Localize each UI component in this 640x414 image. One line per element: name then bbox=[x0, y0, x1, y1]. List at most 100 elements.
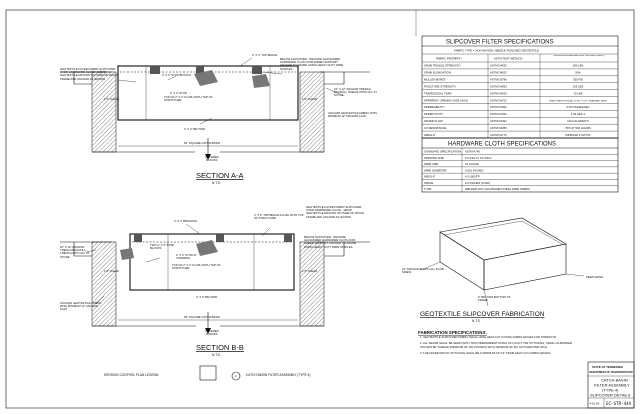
slipcover-spec-title: SLIPCOVER FILTER SPECIFICATIONS bbox=[446, 40, 553, 46]
hardware-property-cell: STANDARD SPECIFICATION bbox=[424, 149, 461, 153]
fabrication-title: GEOTEXTILE SLIPCOVER FABRICATION bbox=[420, 311, 545, 318]
spec-astm-cell: ASTM D4632 bbox=[490, 64, 507, 68]
spec-value-cell: 180 LBS bbox=[573, 64, 584, 68]
spec-property-cell: PERMEABILITY bbox=[424, 105, 444, 109]
slipcover-header-marv: MINIMUM AVERAGE ROLL VALUES (MARV) bbox=[553, 54, 605, 57]
hardware-spec-title: HARDWARE CLOTH SPECIFICATIONS bbox=[448, 142, 556, 148]
spec-value-cell: 105 LBS bbox=[573, 84, 584, 88]
hardware-property-cell: SPACE bbox=[424, 181, 433, 185]
hardware-value-cell: ASTM A740 bbox=[465, 149, 480, 153]
slipcover-header-property: FABRIC PROPERTY bbox=[436, 57, 462, 61]
section-a-clear-left: 1.5" CLEAR bbox=[104, 97, 119, 101]
slipcover-isometric bbox=[419, 217, 585, 307]
section-b-anchor-trench: 10" X 12" ANCHOR TRENCH BACKFILL TRENCH … bbox=[60, 246, 90, 259]
section-b-flush-top: TOP OF 2" X 4" FLUSH WITH TOP OF STRUCTU… bbox=[172, 264, 221, 271]
spec-value-cell: 70 LBS bbox=[573, 91, 582, 95]
fabrication-scale: N.T.S. bbox=[472, 319, 481, 323]
title-block bbox=[587, 361, 635, 409]
legend-symbol-circle bbox=[231, 371, 241, 381]
section-b-catch-basin: 84" SQUARE CATCH BASIN bbox=[184, 315, 220, 319]
spec-astm-cell: ASTM D4632 bbox=[490, 71, 507, 75]
section-a-anchor-flap: ANCHOR GEOTEXTILE FABRIC WITH MINIMUM 12… bbox=[328, 112, 378, 119]
spec-astm-cell: ASTM D4833 bbox=[490, 84, 507, 88]
fabrication-spec-item: 1. GEOTEXTILE SLIPCOVER FABRIC SHALL HAV… bbox=[420, 336, 557, 339]
title-block-line-1: CATCH BASIN bbox=[601, 378, 628, 383]
legend-description: CATCH BASIN FILTER ASSEMBLY (TYPE 4) bbox=[246, 373, 310, 377]
section-a-below-slipcover: BELOW SLIPCOVER - PROVIDE GALVANIZED HAR… bbox=[280, 58, 344, 71]
spec-property-cell: PUNCTURE STRENGTH bbox=[424, 84, 456, 88]
fabrication-specs-title: FABRICATION SPECIFICATIONS: bbox=[418, 330, 487, 335]
title-block-department: DEPARTMENT OF TRANSPORTATION bbox=[590, 371, 633, 374]
title-block-line-3: (TYPE 4) bbox=[602, 388, 619, 393]
section-b-beyond: 2" X 6" BEYOND bbox=[196, 295, 217, 299]
spec-value-cell: 0.15 INCHES/SEC bbox=[566, 105, 589, 109]
hardware-value-cell: WELDED HOT GALVANIZED STEEL WIRE FABRIC bbox=[465, 187, 530, 191]
section-b-drawing bbox=[60, 223, 370, 334]
spec-astm-cell: ASTM D3776 bbox=[490, 133, 507, 137]
spec-property-cell: PERMITTIVITY bbox=[424, 112, 443, 116]
title-block-line-4: SLIPCOVER DETAILS bbox=[590, 393, 631, 398]
section-a-scale: N.T.S. bbox=[212, 181, 221, 185]
section-a-geotextile-callout: GEOTEXTILE FILTER FABRIC SLIPCOVER OVER … bbox=[60, 68, 118, 81]
slipcover-fabric-type: FABRIC TYPE = NON-WOVEN, NEEDLE-PUNCHED … bbox=[454, 49, 539, 53]
section-b-below-slipcover: BELOW SLIPCOVER - PROVIDE GALVANIZED HAR… bbox=[304, 236, 357, 249]
section-a-stud: 2" X 4" STUD bbox=[170, 91, 187, 95]
section-b-title: SECTION B-B bbox=[196, 343, 244, 352]
spec-value-cell: 110 GAL/MIN/FT² bbox=[567, 119, 589, 123]
section-a-filtered-runoff: FILTERED RUNOFF bbox=[205, 156, 219, 163]
section-a-catch-basin: 84" SQUARE CATCH BASIN bbox=[184, 141, 220, 145]
hardware-value-cell: 0.041 INCHES bbox=[465, 168, 483, 172]
section-a-flush-top: TOP OF 2" X 4" FLUSH WITH TOP OF STRUCTU… bbox=[164, 96, 213, 103]
spec-property-cell: GRAB ELONGATION bbox=[424, 71, 451, 75]
spec-property-cell: UV RESISTANCE bbox=[424, 126, 446, 130]
spec-astm-cell: ASTM D4355 bbox=[490, 126, 507, 130]
section-a-top-brace: 2" X 4" TOP BRACE bbox=[252, 53, 277, 57]
spec-value-cell: 1.35 SEC-1 bbox=[571, 112, 586, 116]
spec-value-cell: 50% bbox=[575, 71, 581, 75]
section-b-bridging: 2" X 4" BRIDGING bbox=[174, 219, 197, 223]
section-a-anchor-trench: 10" X 12" ANCHOR TRENCH BACKFILL TRENCH … bbox=[334, 88, 378, 98]
hardware-property-cell: WIRE DIAMETER bbox=[424, 168, 447, 172]
hardware-property-cell: WIRE SIZE bbox=[424, 162, 438, 166]
hardware-value-cell: 19 GAUGE bbox=[465, 162, 479, 166]
section-b-stud: 2" X 4" STUD AT CORNERS bbox=[176, 254, 197, 261]
hardware-spec-table bbox=[421, 137, 619, 193]
section-a-stop-blocks: 2" X 4" STOP BLOCKS bbox=[162, 73, 191, 77]
spec-value-cell: MINIMUM 6 OZ/YD² bbox=[565, 133, 590, 137]
fabrication-specs-list: 1. GEOTEXTILE SLIPCOVER FABRIC SHALL HAV… bbox=[420, 336, 580, 356]
fabrication-sewn-edge: SEWN EDGE bbox=[586, 275, 603, 279]
spec-property-cell: GRAB TENSILE STRENGTH bbox=[424, 64, 460, 68]
hardware-value-cell: 4.5 LBS/FT² bbox=[465, 175, 480, 179]
legend-symbol-box bbox=[199, 365, 217, 381]
fabrication-spec-item: 3. THE INSIDE DIM OF STITCHING SHALL BE … bbox=[420, 351, 551, 356]
section-a-drawing bbox=[60, 57, 370, 160]
hardware-property-cell: OPENING SIZE bbox=[424, 156, 444, 160]
spec-astm-cell: ASTM D4491 bbox=[490, 105, 507, 109]
section-b-top-brace: 2" X 6" TOP BRACE FLUSH WITH TOP OF STRU… bbox=[254, 214, 304, 221]
fabrication-anchor-flaps: 12" ANCHOR FLAPS (ALL FOUR SIDES) bbox=[402, 268, 444, 275]
spec-property-cell: MULLEN BURST bbox=[424, 78, 446, 82]
hardware-value-cell: 1/2 INCHES (0.026) bbox=[465, 181, 490, 185]
fabrication-beyond-bottom: 2" BEYOND BOTTOM OF FRAME bbox=[478, 296, 511, 303]
section-b-clear-right: 1.5" CLEAR bbox=[302, 269, 317, 273]
title-block-state: STATE OF TENNESSEE bbox=[592, 365, 623, 369]
section-b-stop-blocks: TWO 2" X 4" STOP BLOCKS bbox=[150, 244, 175, 251]
section-b-anchor-flap: ANCHOR GEOTEXTILE FABRIC WITH MINIMUM 12… bbox=[60, 302, 102, 312]
section-b-geotextile-callout: GEOTEXTILE FILTER FABRIC SLIPCOVER OVER … bbox=[306, 206, 364, 219]
spec-property-cell: TRAPEZOIDAL TEAR bbox=[424, 91, 452, 95]
legend-symbol-number: 4 bbox=[235, 374, 237, 378]
title-block-line-2: FILTER ASSEMBLY bbox=[594, 383, 630, 388]
title-block-drawing-number: EC-STR-44A bbox=[606, 401, 632, 406]
spec-astm-cell: ASTM D4491 bbox=[490, 112, 507, 116]
hardware-property-cell: WEIGHT bbox=[424, 175, 435, 179]
section-b-clear-left: 1.5" CLEAR bbox=[104, 269, 119, 273]
fabrication-spec-item: 2. ALL SEAMS SHALL BE SEWN WITH TWO INDE… bbox=[420, 341, 572, 349]
spec-property-cell: APPARENT OPENING SIZE (AOS) bbox=[424, 98, 468, 102]
spec-astm-cell: ASTM D4533 bbox=[490, 91, 507, 95]
title-block-date: 4-15-04 bbox=[590, 402, 600, 406]
spec-value-cell: 70% AT 500 HOURS bbox=[565, 126, 591, 130]
legend-label: EROSION CONTROL PLAN LEGEND: bbox=[104, 373, 159, 377]
spec-value-cell: FINER THAN OR EQUAL TO NO. 70 U.S. STAND… bbox=[549, 99, 607, 102]
section-a-clear-right: 1.5" CLEAR bbox=[302, 97, 317, 101]
